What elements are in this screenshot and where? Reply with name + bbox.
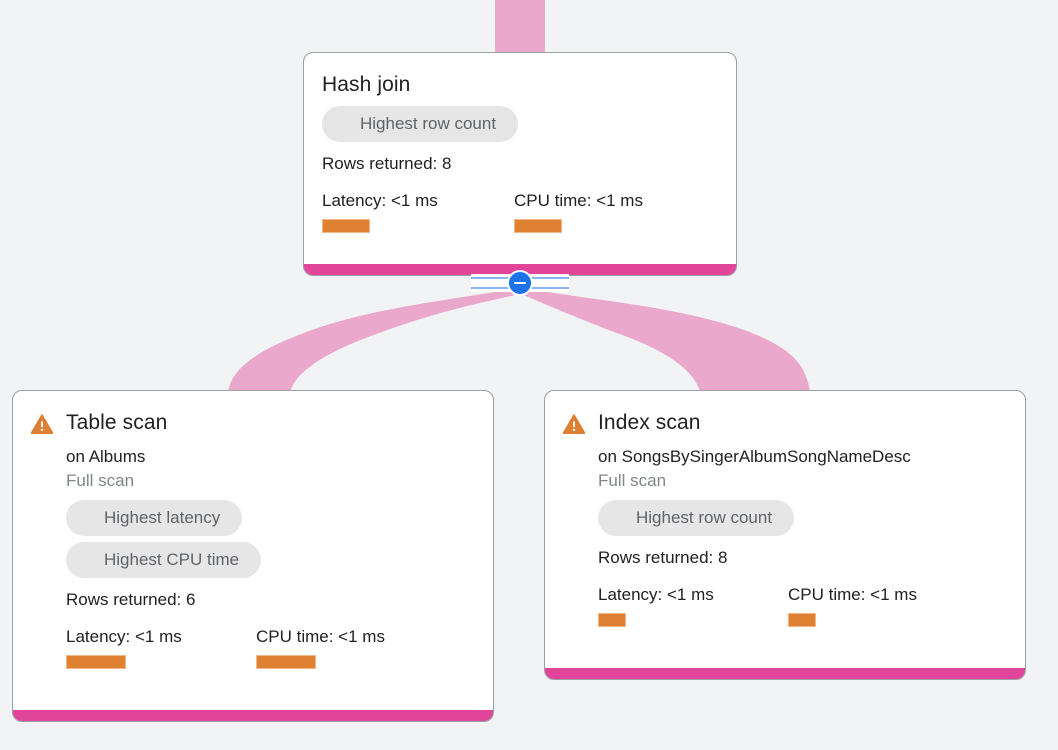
rows-returned-label: Rows returned: 6	[66, 590, 196, 609]
node-body: Table scan on Albums Full scan Highest l…	[13, 391, 493, 721]
node-title: Table scan	[66, 411, 168, 434]
node-scan-type: Full scan	[66, 471, 135, 490]
chip-highest-row-count: Highest row count	[322, 106, 519, 142]
warning-triangle-icon	[31, 414, 53, 434]
edge-ribbon-parent-in	[495, 0, 545, 52]
chip-highest-latency: Highest latency	[66, 500, 243, 536]
cpu-time-bar	[256, 655, 316, 669]
latency-bar	[598, 613, 626, 627]
metric-cpu-time: CPU time: <1 ms	[256, 627, 385, 669]
node-subtitle: on Albums	[66, 447, 146, 466]
node-subtitle: on SongsBySingerAlbumSongNameDesc	[598, 447, 911, 466]
edge-ribbon-to-index-scan	[521, 288, 810, 392]
cpu-time-bar	[514, 219, 562, 233]
latency-bar	[322, 219, 370, 233]
collapse-children-toggle[interactable]	[507, 270, 533, 296]
node-chip-row: Highest row count	[598, 500, 1007, 542]
node-text-block: Table scan on Albums Full scan Highest l…	[66, 409, 475, 669]
metric-latency-label: Latency: <1 ms	[598, 585, 714, 604]
node-header: Hash join Highest row count Rows returne…	[322, 71, 718, 233]
node-text-block: Hash join Highest row count Rows returne…	[322, 71, 718, 233]
node-accent-bar	[13, 710, 493, 721]
latency-bar	[66, 655, 126, 669]
node-accent-bar	[545, 668, 1025, 679]
edge-ribbon-to-table-scan	[228, 288, 519, 392]
warning-triangle-icon	[563, 414, 585, 434]
node-metrics-row: Latency: <1 ms CPU time: <1 ms	[322, 191, 718, 233]
rows-returned-label: Rows returned: 8	[322, 154, 452, 173]
metric-latency: Latency: <1 ms	[66, 627, 256, 669]
node-body: Index scan on SongsBySingerAlbumSongName…	[545, 391, 1025, 679]
node-title: Index scan	[598, 411, 701, 434]
node-chip-row: Highest row count	[322, 106, 718, 148]
rows-returned-label: Rows returned: 8	[598, 548, 728, 567]
node-body: Hash join Highest row count Rows returne…	[304, 53, 736, 275]
metric-cpu-time: CPU time: <1 ms	[788, 585, 917, 627]
node-metrics-row: Latency: <1 ms CPU time: <1 ms	[66, 627, 475, 669]
metric-latency: Latency: <1 ms	[598, 585, 788, 627]
metric-latency-label: Latency: <1 ms	[66, 627, 182, 646]
node-chip-row: Highest latency Highest CPU time	[66, 500, 475, 584]
plan-node-index-scan[interactable]: Index scan on SongsBySingerAlbumSongName…	[544, 390, 1026, 680]
metric-cpu-time: CPU time: <1 ms	[514, 191, 643, 233]
plan-node-hash-join[interactable]: Hash join Highest row count Rows returne…	[303, 52, 737, 276]
node-header: Table scan on Albums Full scan Highest l…	[31, 409, 475, 669]
cpu-time-bar	[788, 613, 816, 627]
chip-highest-row-count: Highest row count	[598, 500, 795, 536]
node-header: Index scan on SongsBySingerAlbumSongName…	[563, 409, 1007, 627]
chip-highest-cpu-time: Highest CPU time	[66, 542, 262, 578]
metric-cpu-time-label: CPU time: <1 ms	[256, 627, 385, 646]
minus-icon	[514, 281, 526, 285]
plan-node-table-scan[interactable]: Table scan on Albums Full scan Highest l…	[12, 390, 494, 722]
node-metrics-row: Latency: <1 ms CPU time: <1 ms	[598, 585, 1007, 627]
node-text-block: Index scan on SongsBySingerAlbumSongName…	[598, 409, 1007, 627]
metric-latency-label: Latency: <1 ms	[322, 191, 438, 210]
node-scan-type: Full scan	[598, 471, 667, 490]
node-accent-bar	[304, 264, 736, 275]
metric-cpu-time-label: CPU time: <1 ms	[514, 191, 643, 210]
metric-cpu-time-label: CPU time: <1 ms	[788, 585, 917, 604]
node-title: Hash join	[322, 73, 411, 96]
metric-latency: Latency: <1 ms	[322, 191, 514, 233]
